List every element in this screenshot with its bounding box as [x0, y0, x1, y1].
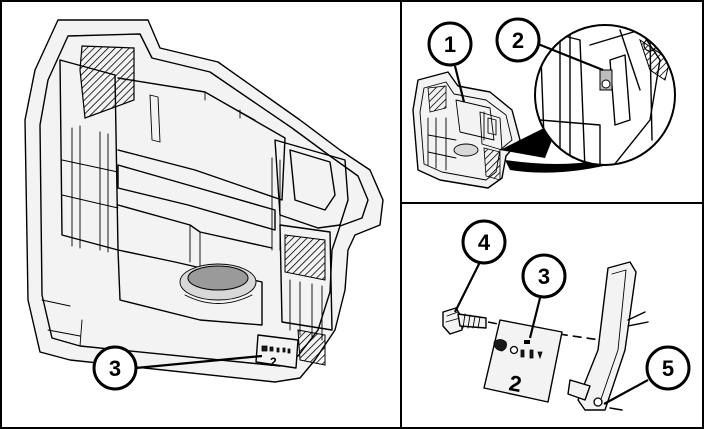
bottom-callout-5-leader [603, 379, 649, 405]
bracket-mark-tab [524, 340, 530, 344]
top-callout-2: 2 [495, 17, 604, 72]
main-callout-3-label: 3 [109, 356, 121, 381]
l-bracket-prongs [627, 311, 649, 327]
bottom-callout-4-circle [461, 219, 507, 265]
bottom-callout-5-circle [645, 345, 691, 391]
zoom-detail [534, 24, 676, 166]
housing-inner-rim [39, 33, 369, 367]
right-tower-lower [279, 224, 333, 331]
lower-shelf-edge [117, 204, 273, 249]
main-callout-3: 3 [92, 345, 263, 391]
bottom-callout-3-circle [521, 253, 567, 299]
bottom-rim-detail [41, 299, 83, 347]
screw-threads [462, 313, 481, 329]
l-bracket-inner-edge [599, 269, 627, 403]
bracket-mark-c [493, 339, 507, 352]
right-ribs [289, 279, 323, 341]
back-edge-detail [204, 91, 256, 121]
zoom-post [609, 54, 631, 126]
bracket-number: 2 [507, 370, 523, 397]
bracket-mark-circle [509, 345, 519, 355]
zoom-edges [619, 29, 653, 141]
bottom-callout-5: 5 [603, 345, 691, 405]
bottom-callout-4: 4 [454, 219, 507, 313]
small-left-ribs [427, 117, 457, 171]
l-bracket-hole [593, 397, 603, 407]
bottom-callout-5-label: 5 [662, 356, 674, 381]
small-left-grille [427, 85, 447, 113]
small-floor-cup [453, 143, 479, 157]
bracket-mark-bars [520, 349, 543, 360]
main-housing-drawing: 2 [24, 19, 384, 383]
main-bracket-number: 2 [270, 355, 277, 369]
shelf-post [189, 224, 201, 271]
top-callout-1-label: 1 [444, 32, 456, 57]
middle-shelf [117, 164, 276, 231]
right-grille [284, 234, 326, 281]
bottom-callout-4-leader [454, 261, 481, 313]
l-bracket-foot [567, 379, 591, 401]
main-callout-3-leader [135, 354, 263, 370]
screw-head-facets [445, 311, 461, 323]
left-grille [79, 45, 135, 119]
main-callout-3-circle [92, 345, 138, 391]
bottom-callout-3: 3 [521, 253, 567, 339]
right-bottom-grille [297, 329, 326, 366]
top-callout-2-leader [537, 42, 604, 72]
bottom-callout-3-label: 3 [538, 264, 550, 289]
bottom-callout-4-label: 4 [478, 230, 491, 255]
zoom-clip-hole [601, 79, 611, 89]
l-bracket-part [567, 261, 649, 411]
left-ribs [71, 125, 109, 253]
back-wall [117, 77, 286, 201]
top-callout-1: 1 [427, 21, 473, 103]
top-callout-1-circle [427, 21, 473, 67]
left-cross-ribs [61, 159, 119, 209]
floor-cup-lip [184, 294, 253, 304]
right-tower-window [289, 149, 336, 211]
housing-outer-shell [24, 19, 384, 383]
small-back-wall [455, 99, 495, 141]
top-callout-2-label: 2 [512, 28, 524, 53]
small-clip-area [483, 111, 497, 141]
zoom-lower-edge [539, 119, 601, 165]
floor-cup-inner [187, 265, 249, 291]
l-bracket-tail [609, 407, 623, 411]
bracket-plate-part: 2 [483, 319, 563, 403]
bottom-callout-3-leader [528, 297, 542, 339]
housing-floor [117, 249, 263, 326]
top-callout-1-leader [453, 65, 466, 103]
top-callout-2-circle [495, 17, 541, 63]
back-tab [149, 94, 161, 143]
l-bracket-arm [577, 261, 637, 411]
small-right-grille [483, 147, 501, 181]
main-bracket-marks [261, 345, 291, 354]
